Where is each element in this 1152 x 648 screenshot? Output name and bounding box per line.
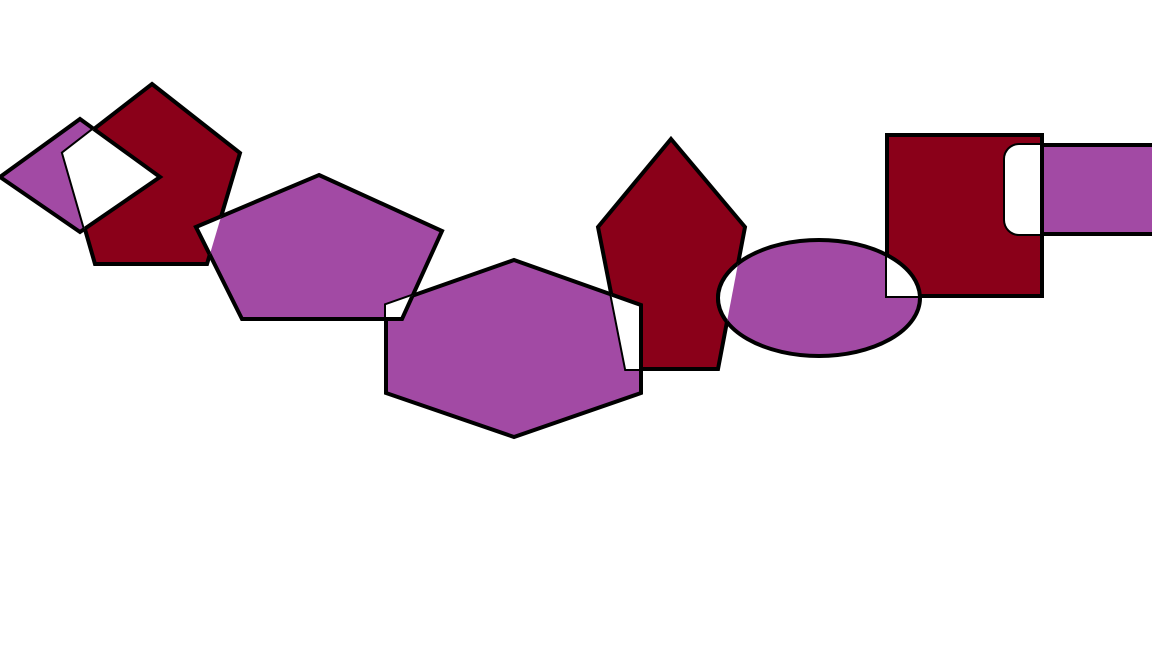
overlap-square-rounded-rect <box>1005 145 1044 234</box>
overlap-pentagon-ellipse <box>716 238 745 358</box>
overlap-pentagons-left <box>193 172 240 264</box>
purple-hexagon <box>384 257 643 440</box>
overlap-ellipse-square <box>887 252 922 296</box>
overlap-hexagon-pentagon <box>598 257 643 369</box>
